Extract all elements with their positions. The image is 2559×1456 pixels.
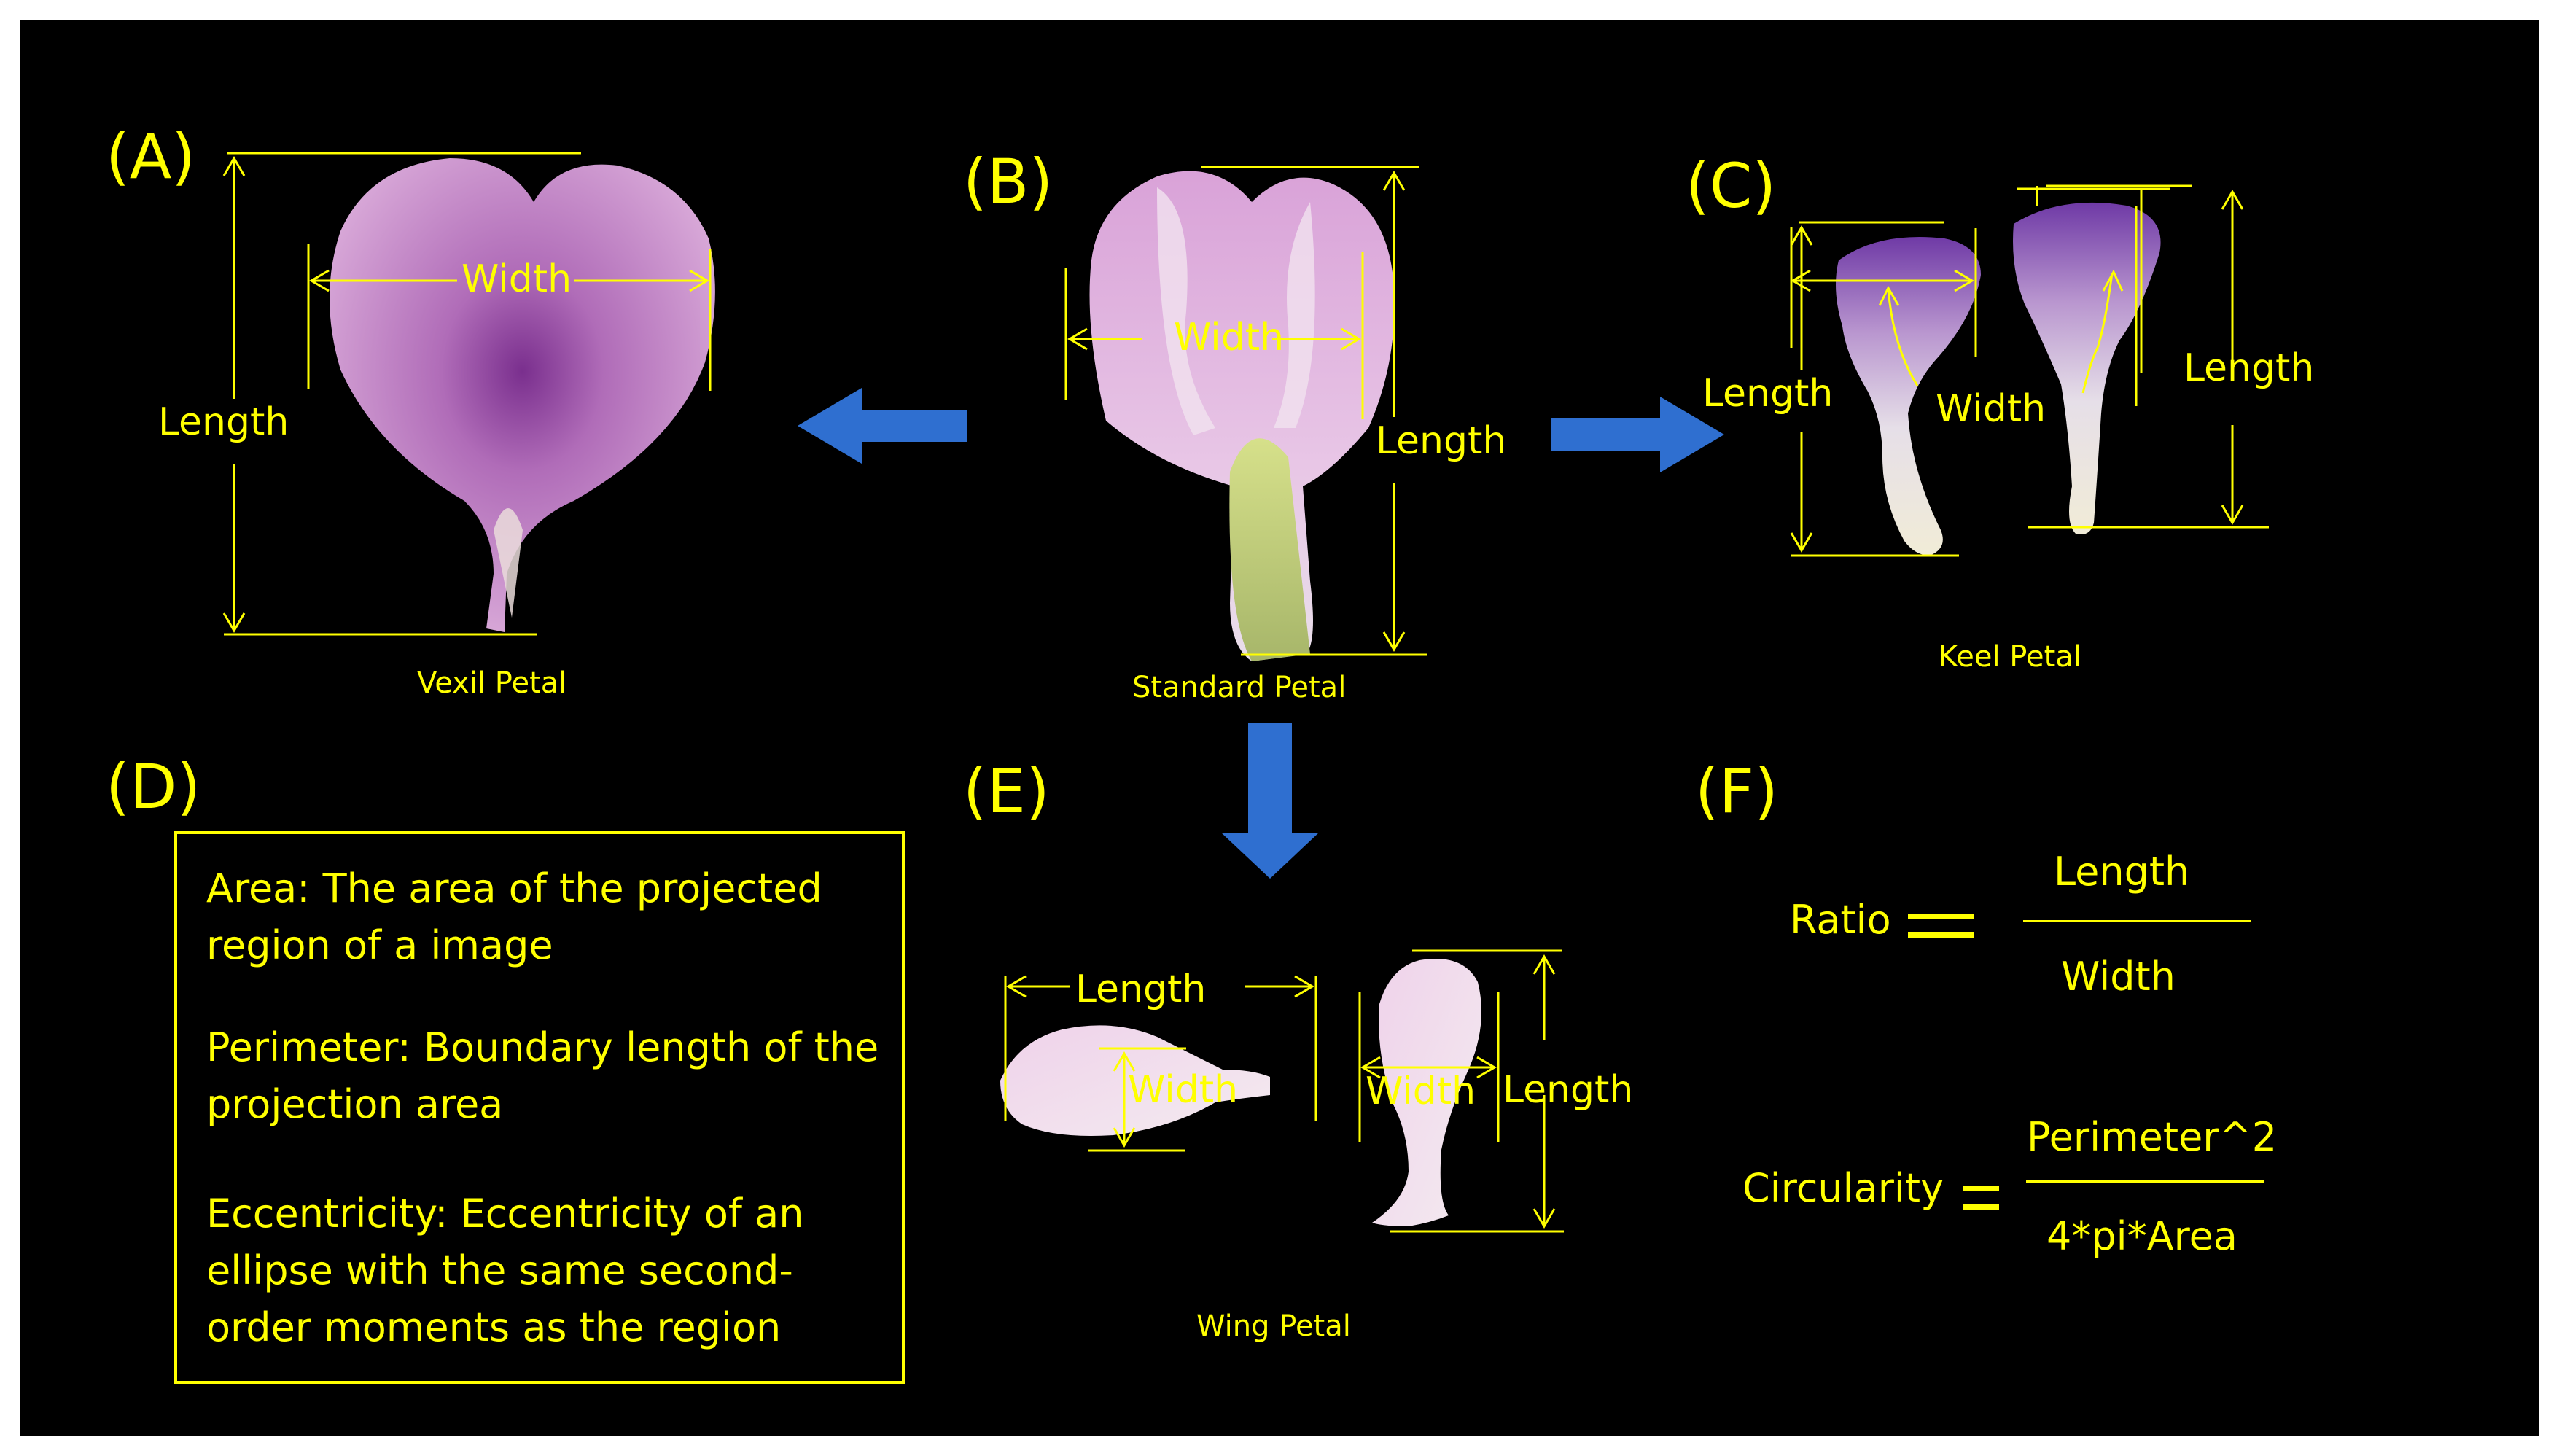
panel-label-e: (E) bbox=[963, 755, 1050, 827]
caption-keel-petal: Keel Petal bbox=[1939, 640, 2081, 674]
caption-standard-petal: Standard Petal bbox=[1132, 671, 1347, 704]
definitions-box: Area: The area of the projected region o… bbox=[174, 831, 905, 1384]
panel-label-f: (F) bbox=[1695, 755, 1778, 827]
wing-right-length-label: Length bbox=[1503, 1068, 1634, 1112]
circularity-fraction-bar bbox=[2026, 1180, 2264, 1183]
circularity-numerator: Perimeter^2 bbox=[2027, 1114, 2278, 1160]
arrow-left-icon bbox=[798, 388, 967, 464]
standard-petal-image bbox=[1089, 171, 1395, 661]
keel-petal-right-image bbox=[2013, 202, 2161, 534]
caption-vexil-petal: Vexil Petal bbox=[417, 666, 567, 700]
keel-left-length-label: Length bbox=[1702, 372, 1834, 416]
measurement-lines bbox=[222, 152, 2269, 1233]
circularity-denominator: 4*pi*Area bbox=[2046, 1213, 2237, 1259]
ratio-numerator: Length bbox=[2054, 849, 2190, 895]
wing-petal-left-image bbox=[1000, 1025, 1270, 1136]
circularity-label: Circularity bbox=[1742, 1165, 1944, 1211]
wing-left-width-label: Width bbox=[1128, 1068, 1239, 1112]
ratio-fraction-bar bbox=[2023, 920, 2251, 922]
panel-label-d: (D) bbox=[106, 751, 201, 822]
definition-area: Area: The area of the projected region o… bbox=[206, 865, 822, 968]
vexil-length-label: Length bbox=[158, 400, 289, 444]
wing-left-length-label: Length bbox=[1075, 968, 1207, 1011]
wing-petal-right-image bbox=[1372, 959, 1481, 1226]
vexil-petal-image bbox=[330, 158, 715, 632]
wing-right-width-label: Width bbox=[1366, 1070, 1476, 1113]
keel-width-label: Width bbox=[1936, 387, 2046, 431]
blue-arrows bbox=[798, 388, 1724, 879]
vexil-width-label: Width bbox=[461, 257, 572, 301]
standard-width-label: Width bbox=[1174, 316, 1285, 359]
standard-length-label: Length bbox=[1376, 419, 1507, 463]
panel-label-a: (A) bbox=[106, 121, 196, 192]
panel-label-c: (C) bbox=[1686, 150, 1777, 222]
definition-eccentricity: Eccentricity: Eccentricity of an ellipse… bbox=[206, 1191, 804, 1350]
ratio-denominator: Width bbox=[2061, 954, 2176, 1000]
figure-canvas: (A) (B) (C) (D) (E) (F) Width Length Wid… bbox=[20, 20, 2539, 1436]
keel-petal-left-image bbox=[1836, 237, 1981, 556]
definition-perimeter: Perimeter: Boundary length of the projec… bbox=[206, 1024, 879, 1127]
arrow-down-icon bbox=[1221, 723, 1319, 879]
keel-right-length-label: Length bbox=[2184, 346, 2315, 390]
arrow-right-icon bbox=[1551, 397, 1724, 472]
ratio-label: Ratio bbox=[1790, 897, 1891, 943]
caption-wing-petal: Wing Petal bbox=[1196, 1309, 1351, 1343]
figure-drawing bbox=[222, 152, 2269, 1233]
panel-label-b: (B) bbox=[963, 146, 1053, 217]
